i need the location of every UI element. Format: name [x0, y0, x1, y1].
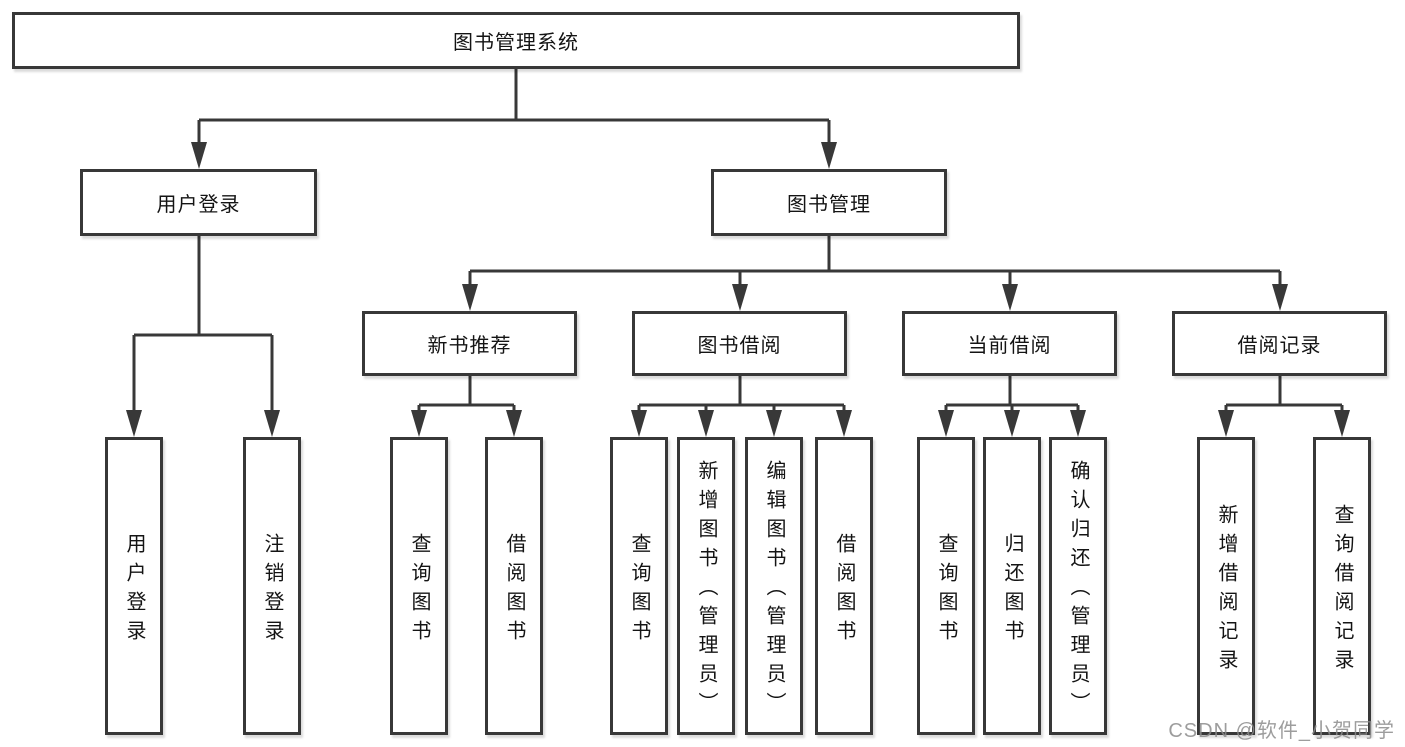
leaf-borrow-book-recommend: 借阅图书	[485, 437, 543, 735]
leaf-user-login: 用户登录	[105, 437, 163, 735]
leaf-query-borrow-record: 查询借阅记录	[1313, 437, 1371, 735]
node-book-management: 图书管理	[711, 169, 947, 236]
leaf-confirm-return-admin: 确认归还（管理员）	[1049, 437, 1107, 735]
leaf-edit-book-admin: 编辑图书（管理员）	[745, 437, 803, 735]
node-borrow-record: 借阅记录	[1172, 311, 1387, 376]
leaf-borrow-book: 借阅图书	[815, 437, 873, 735]
node-current-borrow: 当前借阅	[902, 311, 1117, 376]
leaf-return-book: 归还图书	[983, 437, 1041, 735]
leaf-query-book-recommend: 查询图书	[390, 437, 448, 735]
watermark: CSDN @软件_小贺同学	[1168, 720, 1395, 742]
node-new-book-recommend: 新书推荐	[362, 311, 577, 376]
node-root: 图书管理系统	[12, 12, 1020, 69]
leaf-logout: 注销登录	[243, 437, 301, 735]
leaf-add-borrow-record: 新增借阅记录	[1197, 437, 1255, 735]
node-book-borrow: 图书借阅	[632, 311, 847, 376]
leaf-add-book-admin: 新增图书（管理员）	[677, 437, 735, 735]
leaf-query-book-borrow: 查询图书	[610, 437, 668, 735]
node-user-login: 用户登录	[80, 169, 317, 236]
leaf-query-book-current: 查询图书	[917, 437, 975, 735]
